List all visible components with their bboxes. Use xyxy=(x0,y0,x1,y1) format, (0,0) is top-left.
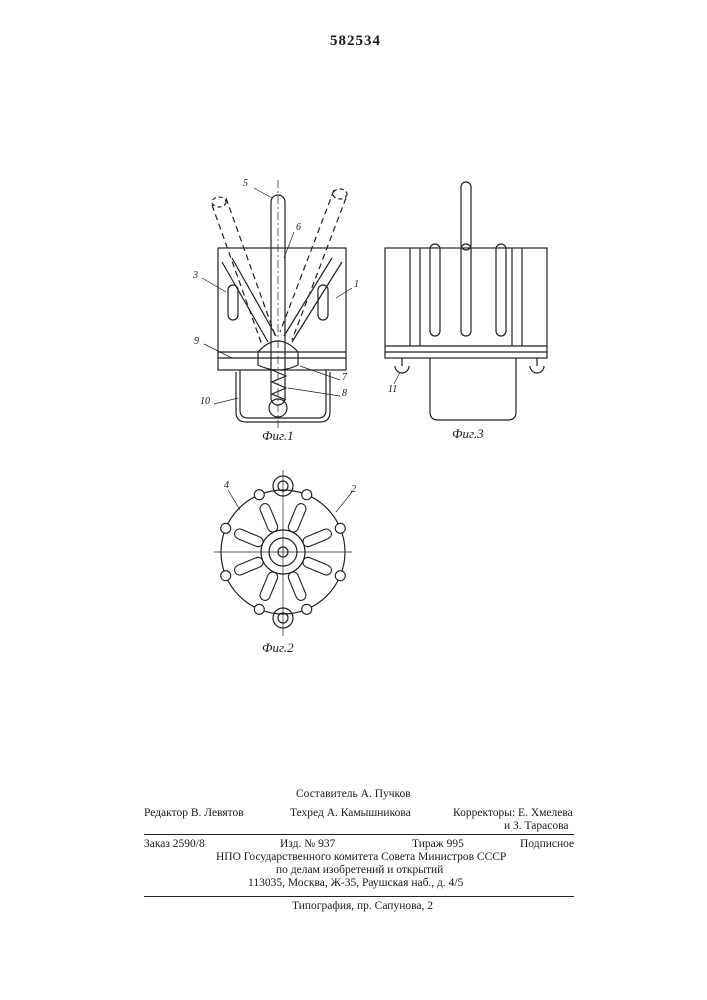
fig2-spoke xyxy=(301,556,333,577)
fig2-spoke xyxy=(287,570,308,602)
compiler: Составитель А. Пучков xyxy=(296,788,411,800)
org-line-1: НПО Государственного комитета Совета Мин… xyxy=(216,851,506,863)
correctors-1: Корректоры: Е. Хмелева xyxy=(453,807,573,819)
fig2-notch xyxy=(302,604,312,614)
editor: Редактор В. Левятов xyxy=(144,807,244,819)
order: Заказ 2590/8 xyxy=(144,838,205,850)
fig2-label-2: 2 xyxy=(351,484,356,495)
correctors-2: и З. Тарасова xyxy=(504,820,568,832)
fig2-spoke xyxy=(233,527,265,548)
fig2-spoke xyxy=(233,556,265,577)
fig2-label-4: 4 xyxy=(224,480,229,491)
org-line-2: по делам изобретений и открытий xyxy=(276,864,443,876)
divider-top xyxy=(144,834,574,835)
divider-bottom xyxy=(144,896,574,897)
edition-no: Изд. № 937 xyxy=(280,838,335,850)
fig2-spoke xyxy=(287,502,308,534)
printer: Типография, пр. Сапунова, 2 xyxy=(292,900,433,912)
fig2-spoke xyxy=(301,527,333,548)
fig2-spoke xyxy=(258,570,279,602)
fig2-notch xyxy=(254,490,264,500)
fig2-notch xyxy=(221,523,231,533)
techred: Техред А. Камышникова xyxy=(290,807,411,819)
fig2-notch xyxy=(221,571,231,581)
fig2-spoke xyxy=(258,502,279,534)
fig2-notch xyxy=(335,571,345,581)
fig2-caption: Фиг.2 xyxy=(262,640,294,656)
fig2-notch xyxy=(254,604,264,614)
address: 113035, Москва, Ж-35, Раушская наб., д. … xyxy=(248,877,463,889)
fig2-notch xyxy=(302,490,312,500)
subscription: Подписное xyxy=(520,838,574,850)
fig2-notch xyxy=(335,523,345,533)
circulation: Тираж 995 xyxy=(412,838,464,850)
